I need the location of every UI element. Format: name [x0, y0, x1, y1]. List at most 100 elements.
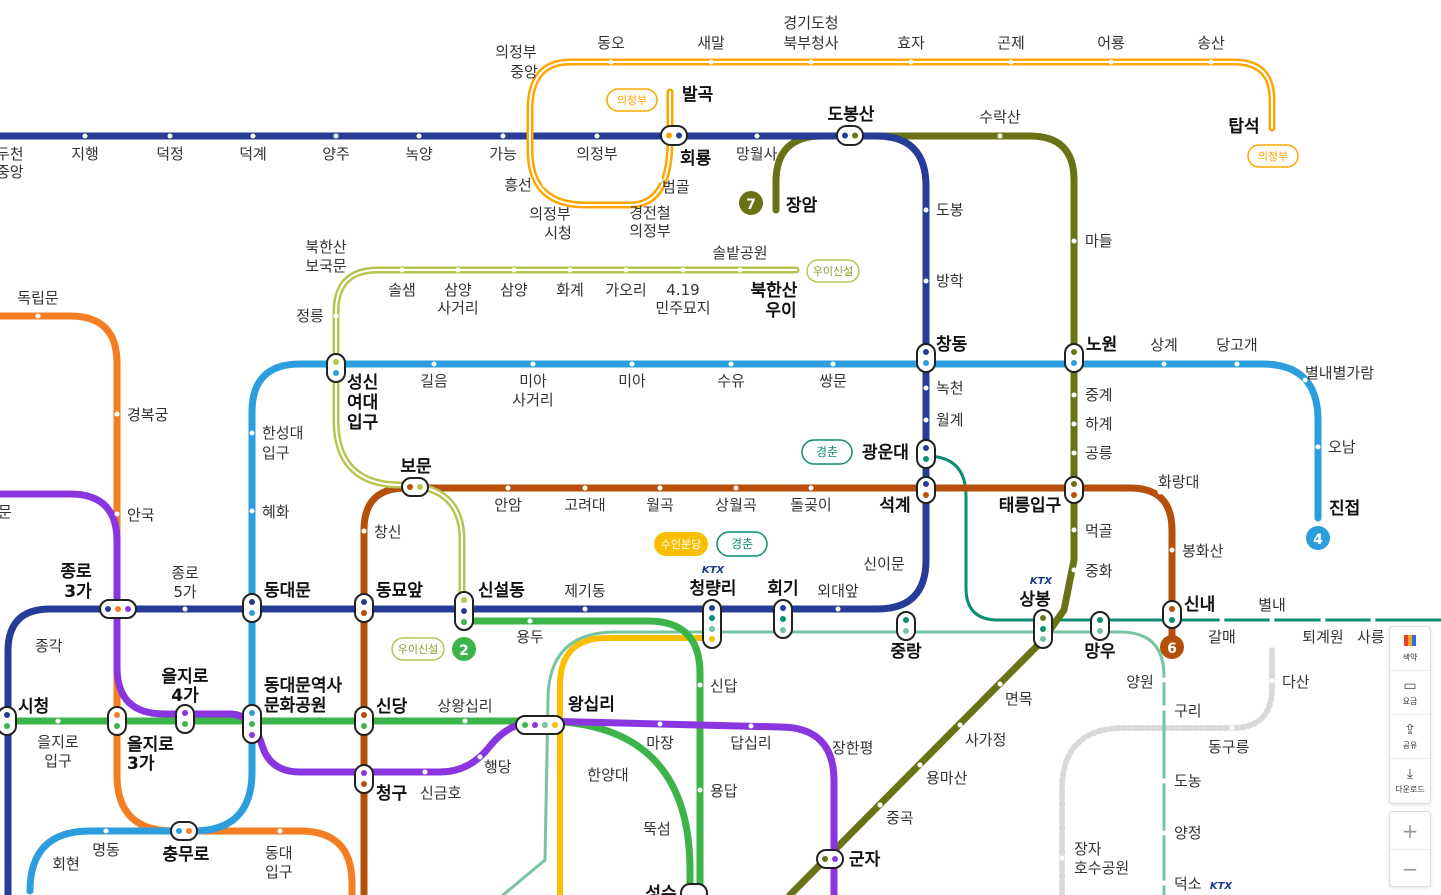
station-label-samyang[interactable]: 삼양 — [500, 281, 528, 299]
station-label-nowon[interactable]: 노원 — [1086, 335, 1117, 355]
download-button[interactable]: ⤓ 다운로드 — [1395, 765, 1425, 794]
station-label-majang[interactable]: 마장 — [646, 734, 674, 752]
station-label-sungshin-3[interactable]: 입구 — [347, 413, 379, 433]
station-label-sungshin-2[interactable]: 여대 — [347, 393, 378, 413]
station-label-guri[interactable]: 구리 — [1174, 702, 1202, 720]
station-label-dongdaemun[interactable]: 동대문 — [264, 581, 311, 601]
station-label-hagye[interactable]: 하계 — [1085, 415, 1113, 433]
station-label-cheongnyangni[interactable]: 청량리 — [690, 578, 737, 599]
station-label-deokso[interactable]: 덕소 — [1174, 875, 1202, 893]
station-label-sinimun[interactable]: 신이문 — [863, 555, 905, 573]
station-label-junghwa[interactable]: 중화 — [1085, 562, 1113, 580]
station-label-anam[interactable]: 안암 — [494, 496, 522, 514]
station-label-sinnae[interactable]: 신내 — [1184, 595, 1215, 615]
station-label-nogyang[interactable]: 녹양 — [405, 145, 433, 163]
station-label-sicheong[interactable]: 시청 — [18, 696, 49, 717]
station-label-jongno3-2[interactable]: 3가 — [64, 582, 92, 602]
station-label-dasan[interactable]: 다산 — [1282, 673, 1310, 691]
station-label-sinseoldong[interactable]: 신설동 — [478, 581, 525, 601]
station-label-meokgol[interactable]: 먹골 — [1085, 522, 1113, 540]
station-label-cheonggu[interactable]: 청구 — [376, 783, 408, 804]
share-button[interactable]: ⇪ 공유 — [1390, 715, 1430, 759]
station-label-hoegi[interactable]: 회기 — [767, 579, 798, 599]
station-label-mangu[interactable]: 망우 — [1084, 642, 1116, 662]
station-label-danggogae[interactable]: 당고개 — [1216, 336, 1257, 354]
station-label-dongdae-ent-2[interactable]: 입구 — [265, 863, 293, 881]
station-label-hwarangdae[interactable]: 화랑대 — [1158, 473, 1199, 491]
station-label-jungnang[interactable]: 중랑 — [890, 642, 922, 662]
station-label-gjc-2[interactable]: 의정부 — [629, 222, 671, 240]
station-label-junggok[interactable]: 중곡 — [886, 809, 914, 827]
station-label-junggye[interactable]: 중계 — [1085, 386, 1113, 404]
station-label-jongno3-1[interactable]: 종로 — [60, 562, 92, 582]
station-label-ttukseom[interactable]: 뚝섬 — [643, 820, 671, 838]
station-label-bukhansan-ui-1[interactable]: 북한산 — [751, 281, 798, 301]
station-label-taereung[interactable]: 태릉입구 — [999, 496, 1062, 516]
station-label-dolgoji[interactable]: 돌곶이 — [790, 496, 831, 514]
station-label-dongmyo[interactable]: 동묘앞 — [376, 581, 423, 601]
station-label-songsan[interactable]: 송산 — [1197, 34, 1225, 52]
station-label-wolgye[interactable]: 월계 — [936, 411, 964, 429]
station-label-dobong[interactable]: 도봉 — [936, 201, 964, 219]
station-label-solbat[interactable]: 솔밭공원 — [712, 244, 767, 262]
station-label-jonggak[interactable]: 종각 — [35, 637, 63, 655]
station-label-chungmuro[interactable]: 충무로 — [163, 845, 210, 865]
station-label-miasageori-2[interactable]: 사거리 — [512, 391, 553, 409]
station-label-beomgol[interactable]: 범골 — [662, 178, 690, 196]
station-label-uijeongbu[interactable]: 의정부 — [576, 145, 618, 163]
station-label-ujb-jungang-2[interactable]: 중앙 — [510, 63, 538, 81]
station-label-euljiro-ent-1[interactable]: 을지로 — [37, 733, 79, 751]
station-label-yangwon[interactable]: 양원 — [1126, 673, 1154, 691]
station-label-jonggak-side[interactable]: 문 — [0, 503, 12, 521]
station-label-jongno5-1[interactable]: 종로 — [171, 564, 199, 582]
station-label-tapseok[interactable]: 탑석 — [1228, 116, 1259, 137]
station-label-hanyang[interactable]: 한양대 — [587, 766, 628, 784]
station-label-myeonmok[interactable]: 면목 — [1005, 690, 1033, 708]
station-label-euljiro-ent-2[interactable]: 입구 — [44, 752, 72, 770]
station-label-balgok[interactable]: 발곡 — [682, 85, 714, 105]
station-label-euljiro4-2[interactable]: 4가 — [171, 686, 199, 706]
station-label-wangsimni[interactable]: 왕십리 — [568, 695, 615, 715]
station-label-sangwangsimni[interactable]: 상왕십리 — [437, 697, 492, 715]
station-label-hyehwa[interactable]: 혜화 — [262, 503, 290, 521]
station-label-dobongsan[interactable]: 도봉산 — [828, 105, 875, 125]
station-labels[interactable]: 동오 새말 경기도청 북부청사 효자 곤제 어룡 송산 탑석 의정부 중앙 발곡… — [0, 14, 1385, 895]
station-label-ddp-2[interactable]: 문화공원 — [264, 696, 327, 716]
station-label-dongdae-ent-1[interactable]: 동대 — [265, 844, 293, 862]
station-label-ujb-jungang-1[interactable]: 의정부 — [495, 43, 537, 61]
station-label-jihaeng[interactable]: 지행 — [71, 145, 99, 163]
station-label-changsin[interactable]: 창신 — [374, 523, 402, 541]
station-label-dongo[interactable]: 동오 — [597, 34, 625, 52]
station-label-ujb-sicheong-2[interactable]: 시청 — [544, 224, 572, 242]
station-label-seongsu[interactable]: 성수 — [645, 884, 677, 895]
station-label-sangwolgok[interactable]: 상월곡 — [715, 496, 756, 514]
station-label-hufs[interactable]: 외대앞 — [817, 582, 859, 600]
station-label-suyu[interactable]: 수유 — [717, 372, 745, 390]
station-label-sareung[interactable]: 사릉 — [1357, 628, 1385, 646]
station-label-anguk[interactable]: 안국 — [127, 506, 155, 524]
station-label-ganeung[interactable]: 가능 — [489, 145, 517, 163]
station-label-gyeonggi-1[interactable]: 경기도청 — [783, 14, 838, 32]
station-label-bomun[interactable]: 보문 — [400, 457, 432, 477]
station-label-sungshin-1[interactable]: 성신 — [347, 373, 378, 393]
station-label-solsaem[interactable]: 솔샘 — [388, 281, 416, 299]
station-label-madeul[interactable]: 마들 — [1085, 232, 1113, 250]
station-label-euljiro4-1[interactable]: 을지로 — [162, 667, 209, 687]
zoom-in-button[interactable]: + — [1390, 812, 1430, 850]
station-label-hoehyeon[interactable]: 회현 — [52, 855, 80, 873]
station-label-euljiro3-1[interactable]: 을지로 — [127, 735, 174, 755]
station-label-jinjeop[interactable]: 진접 — [1329, 499, 1360, 519]
station-label-janghanpyeong[interactable]: 장한평 — [832, 739, 873, 757]
station-label-gjc-1[interactable]: 경전철 — [629, 204, 670, 222]
station-label-toegyewon[interactable]: 퇴계원 — [1302, 628, 1343, 646]
station-label-donggureung[interactable]: 동구릉 — [1208, 738, 1250, 756]
station-label-bonghwasan[interactable]: 봉화산 — [1182, 542, 1224, 560]
station-label-sinndap[interactable]: 신답 — [710, 677, 738, 695]
station-label-donong[interactable]: 도농 — [1174, 772, 1202, 790]
station-label-deokjeong[interactable]: 덕정 — [156, 145, 184, 163]
station-label-gyeongbokgung[interactable]: 경복궁 — [127, 406, 169, 424]
station-label-seokgye[interactable]: 석계 — [879, 496, 910, 516]
station-label-dongducheon-2[interactable]: 중앙 — [0, 163, 24, 181]
station-label-korea-univ[interactable]: 고려대 — [564, 496, 605, 514]
